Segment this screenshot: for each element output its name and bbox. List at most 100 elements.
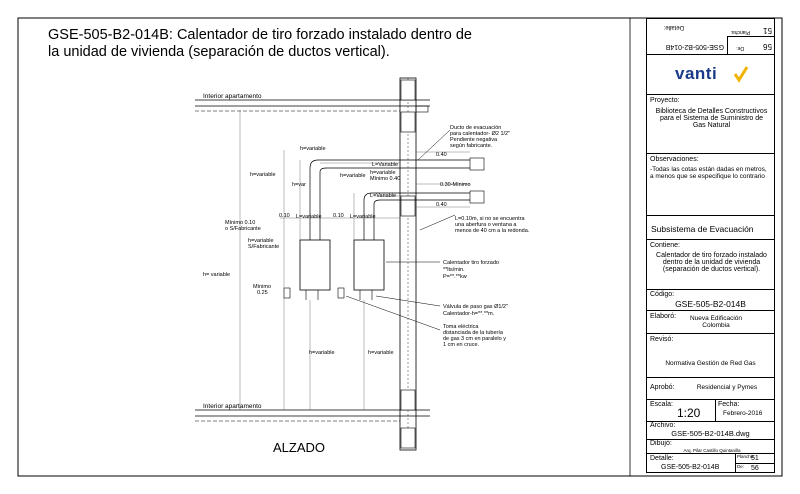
h-variable-fab-1: h=variable (248, 238, 274, 244)
elaboro-label: Elaboró: (650, 313, 677, 320)
h-variable-1: h=variable (250, 172, 276, 178)
codigo-box: Código: GSE-505-B2-014B (647, 290, 774, 311)
h-var: h=var (292, 182, 306, 188)
dim-010-a: 0.10 (279, 213, 290, 219)
floor-label-top: Interior apartamento (203, 93, 262, 100)
contiene-value: Calentador de tiro forzado instalado den… (656, 252, 767, 273)
minimo-010-2: o S/Fabricante (225, 226, 261, 232)
reviso-label: Revisó: (650, 336, 674, 343)
nota-l-3: menos de 40 cm a la redonda. (455, 228, 530, 234)
note-ducto-2: para calentador- Ø2 1/2" (450, 131, 510, 137)
view-label: ALZADO (273, 440, 325, 455)
de-value: 56 (751, 465, 759, 472)
proyecto-label: Proyecto: (650, 97, 680, 104)
valvula-1: Válvula de paso gas Ø1/2" (443, 304, 508, 310)
heater-left (299, 239, 331, 300)
dim-040-b: 0.40 (436, 202, 447, 208)
h-variable-min-1: h=variable (370, 170, 396, 176)
flipped-plancha-value: 51 (763, 26, 772, 35)
h-variable-fab-2: S/Fabricante (248, 244, 279, 250)
codigo-label: Código: (650, 291, 675, 298)
escala-label: Escala: (650, 401, 673, 408)
calentador-3: P=**.**kw (443, 274, 467, 280)
minimo-025-1: Mínimo (253, 284, 271, 290)
contiene-box: Contiene: Calentador de tiro forzado ins… (647, 240, 774, 290)
h-variable-3: h=variable (340, 173, 366, 179)
flipped-de-label: De: (736, 45, 744, 51)
exhaust-duct-upper (309, 157, 485, 240)
dim-040-a: 0.40 (436, 152, 447, 158)
toma-1: Toma eléctrica (443, 324, 479, 330)
l-variable-1: L=Variable (372, 162, 398, 168)
plancha-value: 51 (751, 455, 759, 462)
flipped-code: GSE-505-B2-014B (665, 43, 724, 50)
l-variable-2: L=Variable (370, 193, 396, 199)
flipped-plancha-label: Plancha: (730, 29, 750, 35)
h-variable-bottom-2: h=variable (368, 350, 394, 356)
plancha-label: Plancha: (737, 454, 755, 459)
toma-2: distanciada de la tubería (443, 330, 504, 336)
exhaust-duct-lower (363, 190, 485, 240)
l-variable-4: L=variable (350, 214, 376, 220)
dimension-lines (239, 110, 470, 410)
reviso-box: Revisó: Normativa Gestión de Red Gas (647, 334, 774, 378)
escala-box: Escala: 1:20 Fecha: Febrero-2016 (647, 400, 774, 422)
brand-logo: vanti (675, 64, 718, 83)
aprobo-value: Residencial y Pymes (696, 384, 758, 391)
h-variable-2: h=variable (300, 146, 326, 152)
observaciones-box: Observaciones: -Todas las cotas están da… (647, 154, 774, 216)
minimo-025-2: 0.25 (257, 290, 268, 296)
dibujo-label: Dibujó: (650, 440, 672, 447)
page-title: GSE-505-B2-014B: Calentador de tiro forz… (48, 27, 472, 60)
title-block: 56 51 GSE-505-B2-014B Detalle: Plancha: … (646, 18, 775, 473)
observaciones-value: -Todas las cotas están dadas en metros, … (650, 166, 767, 180)
floor-slab-top (195, 99, 430, 112)
elaboro-box: Elaboró: Nueva Edificación Colombia (647, 311, 774, 334)
nota-l-2: una aberfura o ventana a (455, 222, 517, 228)
flipped-de-value: 56 (763, 42, 772, 51)
dim-030: 0.30-Mínimo (440, 182, 471, 188)
subsistema-box: Subsistema de Evacuación (647, 216, 774, 240)
toma-3: de gas 3 cm en paralelo y (443, 336, 506, 342)
detalle-label: Detalle: (650, 455, 674, 462)
aprobo-box: Aprobó: Residencial y Pymes (647, 378, 774, 400)
archivo-box: Archivo: GSE-505-B2-014B.dwg (647, 422, 774, 440)
h-variable-left: h= variable (203, 272, 230, 278)
proyecto-box: Proyecto: Biblioteca de Detalles Constru… (647, 95, 774, 154)
minimo-010-1: Mínimo 0.10 (225, 220, 255, 226)
h-variable-min-2: Mínimo 0.40 (370, 176, 400, 182)
note-ducto-4: según fabricante. (450, 143, 493, 149)
aprobo-label: Aprobó: (650, 384, 675, 391)
dim-010-b: 0.10 (333, 213, 344, 219)
dibujo-box: Dibujó: Arq. Pilar Castillo Quintanilla (647, 440, 774, 454)
toma-4: 1 cm en cruce. (443, 342, 480, 348)
calentador-1: Calentador tiro forzado (443, 260, 499, 266)
brand-box: vanti (647, 55, 774, 95)
contiene-label: Contiene: (650, 242, 680, 249)
exterior-wall (399, 77, 417, 451)
codigo-value: GSE-505-B2-014B (675, 299, 746, 309)
observaciones-label: Observaciones: (650, 156, 699, 163)
archivo-value: GSE-505-B2-014B.dwg (671, 429, 750, 438)
detalle-value: GSE-505-B2-014B (661, 464, 720, 471)
flipped-header: 56 51 GSE-505-B2-014B Detalle: Plancha: … (647, 19, 774, 55)
dibujo-value: Arq. Pilar Castillo Quintanilla (683, 448, 741, 453)
subsistema-value: Subsistema de Evacuación (651, 224, 754, 234)
escala-value: 1:20 (677, 406, 701, 420)
nota-l-1: L=0.10m, si no se encuentra (455, 216, 525, 222)
archivo-label: Archivo: (650, 422, 676, 429)
flipped-detalle-label: Detalle: (663, 24, 684, 30)
fecha-value: Febrero-2016 (723, 410, 763, 417)
h-variable-bottom-1: h=variable (309, 350, 335, 356)
elaboro-value: Nueva Edificación Colombia (689, 315, 743, 329)
reviso-value: Normativa Gestión de Red Gas (665, 360, 756, 367)
l-variable-3: L=variable (296, 214, 322, 220)
floor-label-bottom: Interior apartamento (203, 403, 262, 410)
valvula-2: Calentador-h=**.**m. (443, 311, 495, 317)
heater-right (353, 239, 385, 300)
fecha-label: Fecha: (718, 401, 740, 408)
note-ducto-3: Pendiente negativa (450, 137, 498, 143)
brand-check-icon (733, 66, 749, 83)
de-label: De: (737, 464, 745, 469)
